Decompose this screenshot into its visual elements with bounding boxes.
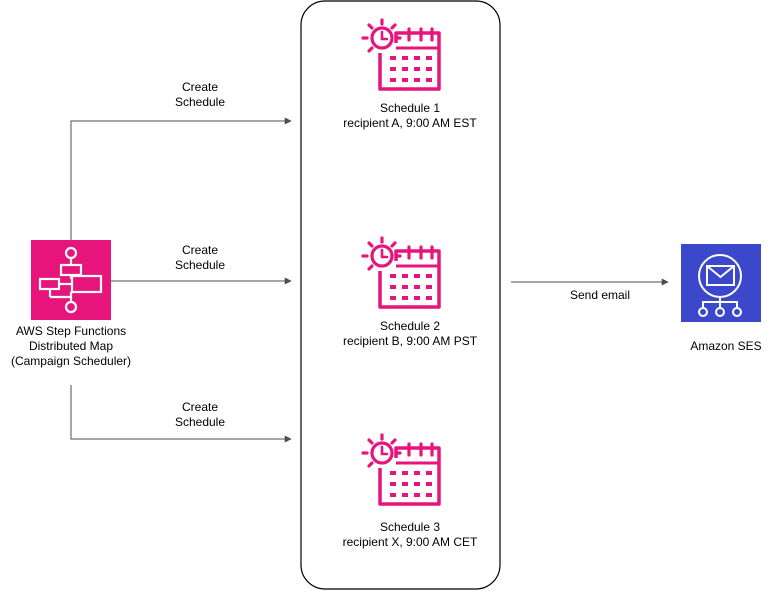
- target-label: Amazon SES: [690, 339, 762, 353]
- ses-envelope-icon: [681, 244, 761, 322]
- schedule-2-label: Schedule 2 recipient B, 9:00 AM PST: [342, 319, 478, 348]
- schedule-1-label: Schedule 1 recipient A, 9:00 AM EST: [343, 101, 477, 130]
- schedules-container: [300, 0, 501, 590]
- edge-label-create-schedule-1: Create Schedule: [174, 80, 226, 109]
- edge-create-schedule-1: [70, 117, 292, 240]
- schedule-3-label: Schedule 3 recipient X, 9:00 AM CET: [342, 520, 478, 549]
- edge-create-schedule-3: [70, 385, 292, 443]
- edge-label-send-email: Send email: [569, 288, 631, 302]
- edge-label-create-schedule-3: Create Schedule: [174, 400, 226, 429]
- source-label: AWS Step Functions Distributed Map (Camp…: [10, 324, 132, 368]
- edge-label-create-schedule-2: Create Schedule: [174, 243, 226, 272]
- step-functions-icon: [31, 240, 111, 320]
